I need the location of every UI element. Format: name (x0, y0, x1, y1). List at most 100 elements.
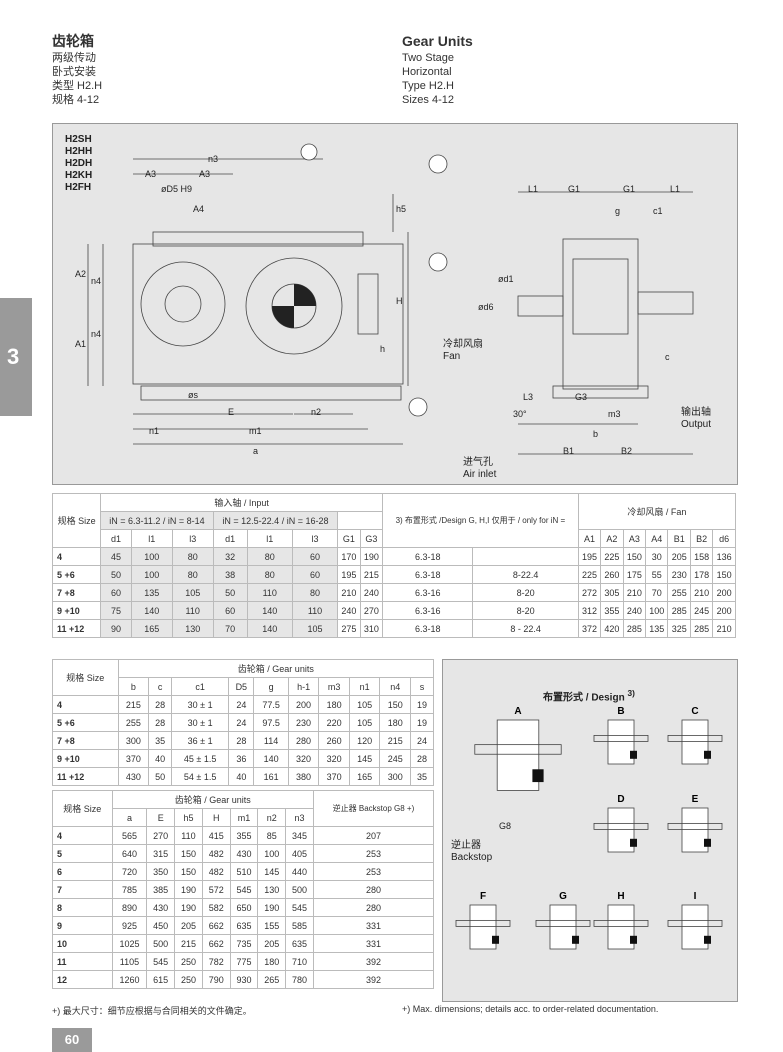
value-cell: 315 (146, 844, 176, 863)
design-variant-A: A (474, 706, 562, 791)
label-g: g (615, 206, 621, 216)
variant-label: H2DH (65, 158, 93, 169)
column-header: A4 (645, 529, 669, 548)
label-l3: L3 (523, 392, 534, 402)
value-cell: 100 (130, 547, 173, 566)
value-cell: 80 (171, 547, 214, 566)
value-cell: 40 (228, 767, 255, 786)
label-E: E (228, 407, 235, 417)
value-cell: 50 (212, 583, 248, 602)
gear-units-header: 齿轮箱 / Gear units (117, 659, 435, 678)
column-header: l3 (171, 529, 214, 548)
value-cell: 582 (201, 898, 231, 917)
value-cell: 30 (645, 547, 669, 566)
value-cell: 190 (359, 547, 384, 566)
size-cell: 9 (52, 916, 113, 935)
value-cell: 135 (645, 619, 669, 638)
column-header: B2 (689, 529, 714, 548)
value-cell: 6.3-18 (382, 547, 474, 566)
size-cell: 11 +12 (51, 619, 102, 638)
value-cell: 285 (667, 601, 691, 620)
label-air-en: Air inlet (463, 469, 497, 480)
variant-label: H2KH (65, 170, 93, 181)
oil-fill-icon (428, 154, 448, 174)
column-header: l1 (246, 529, 293, 548)
value-cell: 36 ± 1 (171, 731, 230, 750)
header-cn-line: 规格 4-12 (52, 94, 100, 106)
value-cell: 6.3-18 (382, 565, 474, 584)
size-cell: 11 (52, 952, 113, 971)
value-cell: 28 (148, 713, 173, 732)
column-header: b (117, 677, 150, 696)
section-tab: 3 (0, 298, 32, 416)
design-variant-E: E (667, 794, 723, 853)
value-cell: 230 (287, 713, 320, 732)
value-cell: 145 (257, 862, 287, 881)
side-view-cover (572, 258, 629, 335)
value-cell: 180 (379, 713, 411, 732)
value-cell: 310 (359, 619, 384, 638)
value-cell: 45 (100, 547, 132, 566)
header-cn-title: 齿轮箱 (52, 33, 94, 49)
size-cell: 5 +6 (51, 565, 102, 584)
value-cell: 285 (622, 619, 647, 638)
nameplate (357, 273, 379, 335)
value-cell: 210 (689, 583, 714, 602)
label-h: h (380, 344, 386, 354)
value-cell: 545 (146, 952, 176, 971)
label-a2: A2 (75, 269, 87, 279)
value-cell: 785 (111, 880, 148, 899)
value-cell: 775 (229, 952, 259, 971)
value-cell: 350 (146, 862, 176, 881)
value-cell: 385 (146, 880, 176, 899)
design-variant-C: C (667, 706, 723, 765)
value-cell: 430 (146, 898, 176, 917)
value-cell: 155 (257, 916, 287, 935)
value-cell: 210 (622, 583, 647, 602)
value-cell: 245 (689, 601, 714, 620)
value-cell: 585 (285, 916, 314, 935)
column-header: g (253, 677, 289, 696)
label-n3: n3 (208, 154, 219, 164)
value-cell: 105 (291, 619, 339, 638)
value-cell: 24 (409, 731, 435, 750)
side-view-housing (562, 238, 639, 390)
value-cell: 8 - 22.4 (472, 619, 579, 638)
size-cell: 7 +8 (52, 731, 119, 750)
size-cell: 7 (52, 880, 113, 899)
ratio-header: iN = 12.5-22.4 / iN = 16-28 (212, 511, 339, 530)
value-cell: 245 (379, 749, 411, 768)
value-cell: 8-22.4 (472, 565, 579, 584)
shaft-marker-quadrant (272, 306, 294, 328)
value-cell: 70 (212, 619, 248, 638)
value-cell: 225 (600, 547, 624, 566)
value-cell: 105 (348, 695, 381, 714)
backstop-header: 逆止器 Backstop G8 +) (312, 790, 435, 827)
value-cell: 210 (712, 619, 736, 638)
value-cell: 110 (246, 583, 293, 602)
value-cell: 8-20 (472, 583, 579, 602)
design-letter: H (617, 891, 624, 902)
header-en-line: Two Stage (402, 52, 454, 64)
value-cell: 215 (379, 731, 411, 750)
design-letter: C (691, 706, 698, 717)
drain-icon (408, 397, 428, 417)
design-letter: F (480, 891, 486, 902)
design-letter: A (514, 706, 521, 717)
value-cell: 415 (201, 826, 231, 845)
value-cell: 35 (148, 731, 173, 750)
label-g1: G1 (568, 184, 581, 194)
value-cell: 35 (409, 767, 435, 786)
design-housing (681, 904, 709, 950)
size-cell: 5 (52, 844, 113, 863)
section-number: 3 (7, 344, 20, 369)
value-cell: 140 (246, 619, 293, 638)
value-cell: 260 (600, 565, 624, 584)
value-cell: 105 (348, 713, 381, 732)
